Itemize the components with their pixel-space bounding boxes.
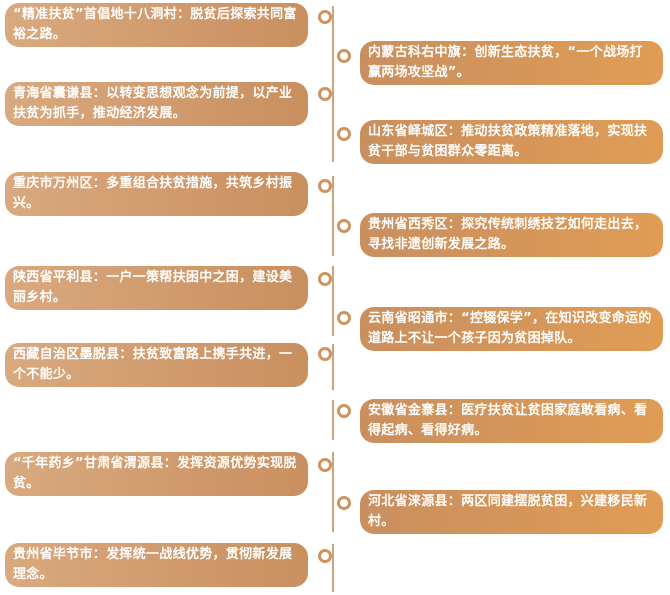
timeline-card: 陕西省平利县：一户一策帮扶困中之困，建设美丽乡村。 <box>5 266 308 310</box>
timeline-line <box>332 344 334 390</box>
timeline-line <box>332 176 334 256</box>
timeline-line <box>332 544 334 592</box>
timeline-dot-icon <box>318 10 332 24</box>
timeline-card: 河北省涞源县：两区同建摆脱贫困，兴建移民新村。 <box>360 490 663 534</box>
timeline-dot-icon <box>318 458 332 472</box>
timeline-dot-icon <box>318 272 332 286</box>
timeline-card: 贵州省西秀区：探究传统刺绣技艺如何走出去，寻找非遗创新发展之路。 <box>360 213 663 257</box>
timeline-dot-icon <box>318 179 332 193</box>
timeline-card: 内蒙古科右中旗：创新生态扶贫，“一个战场打赢两场攻坚战”。 <box>360 41 663 85</box>
timeline-line <box>332 266 334 336</box>
timeline-dot-icon <box>337 404 351 418</box>
timeline-card: 西藏自治区墨脱县：扶贫致富路上携手共进，一个不能少。 <box>5 343 308 387</box>
timeline-dot-icon <box>337 49 351 63</box>
timeline-dot-icon <box>318 549 332 563</box>
timeline-dot-icon <box>337 127 351 141</box>
timeline-dot-icon <box>318 87 332 101</box>
timeline-dot-icon <box>337 219 351 233</box>
timeline-card: “精准扶贫”首倡地十八洞村：脱贫后探索共同富裕之路。 <box>5 3 308 47</box>
timeline-dot-icon <box>337 311 351 325</box>
timeline-card: 青海省囊谦县：以转变思想观念为前提，以产业扶贫为抓手，推动经济发展。 <box>5 82 308 126</box>
timeline-card: 贵州省毕节市：发挥统一战线优势，贯彻新发展理念。 <box>5 543 308 587</box>
timeline-line <box>332 6 334 162</box>
timeline-card: 安徽省金寨县：医疗扶贫让贫困家庭敢看病、看得起病、看得好病。 <box>360 399 663 443</box>
timeline-dot-icon <box>337 496 351 510</box>
timeline-line <box>332 452 334 532</box>
timeline-card: 重庆市万州区：多重组合扶贫措施，共筑乡村振兴。 <box>5 172 308 216</box>
timeline-dot-icon <box>318 347 332 361</box>
timeline-card: 云南省昭通市：“控辍保学”，在知识改变命运的道路上不让一个孩子因为贫困掉队。 <box>360 307 663 351</box>
timeline-line <box>332 400 334 440</box>
timeline-card: 山东省峄城区：推动扶贫政策精准落地，实现扶贫干部与贫困群众零距离。 <box>360 120 663 164</box>
timeline-card: “千年药乡”甘肃省渭源县：发挥资源优势实现脱贫。 <box>5 452 308 496</box>
